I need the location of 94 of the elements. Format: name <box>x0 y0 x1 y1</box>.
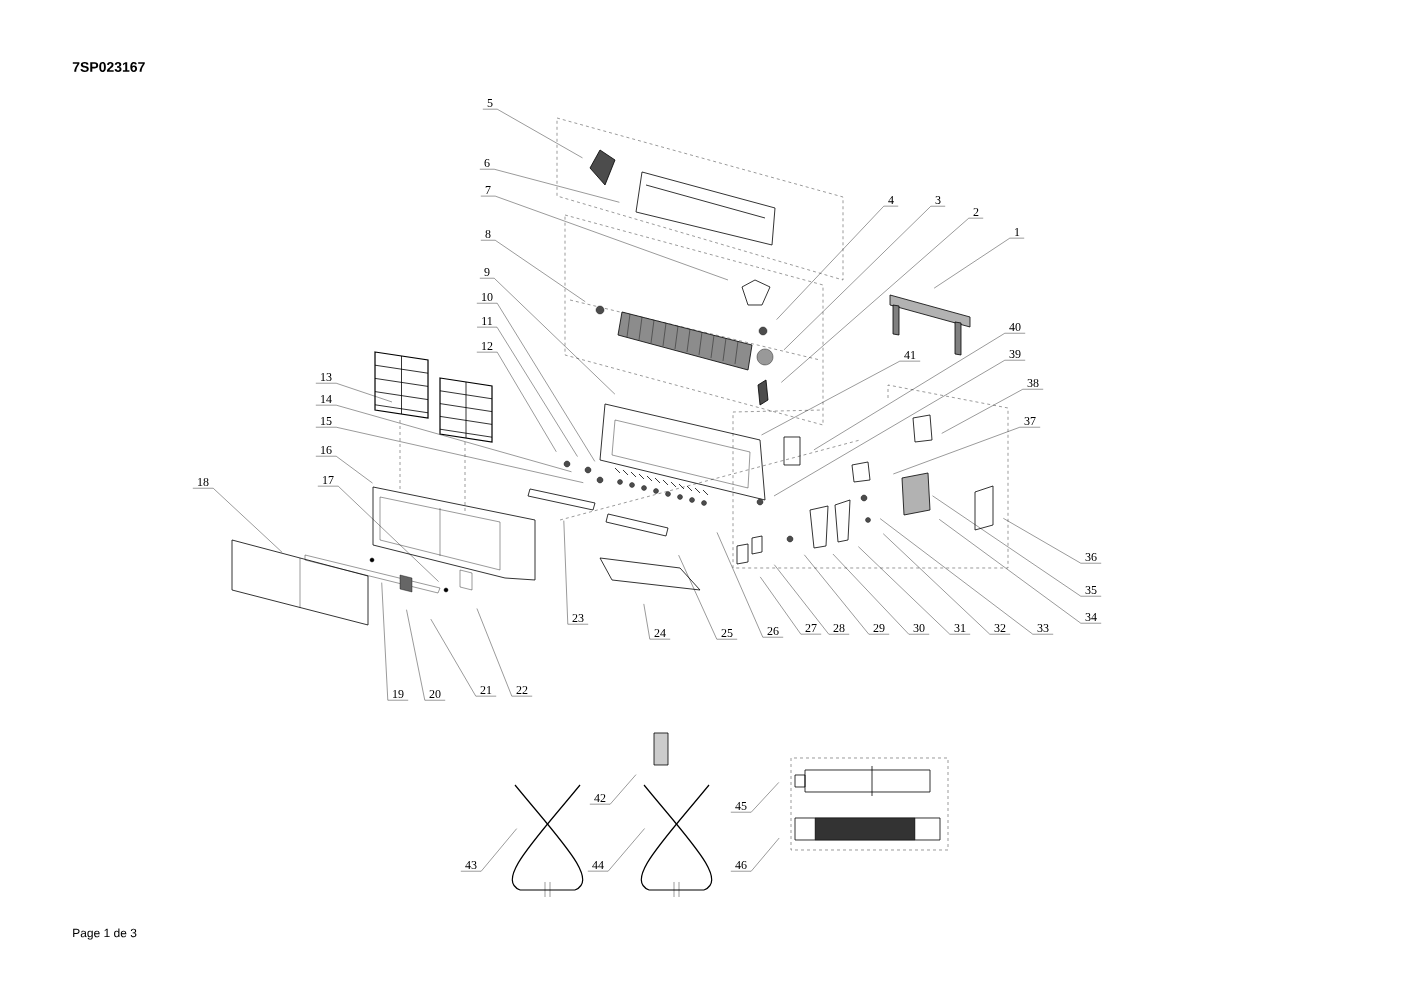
callout-number: 45 <box>735 802 747 810</box>
callout-number: 32 <box>994 623 1006 632</box>
leader-line <box>760 576 822 635</box>
leader-line <box>589 774 637 805</box>
leader-line <box>480 240 586 302</box>
leader-line <box>879 518 1054 635</box>
leader-line <box>192 488 283 553</box>
leader-line <box>317 485 439 582</box>
leader-line <box>587 828 645 872</box>
leader-line <box>933 237 1025 289</box>
leader-line <box>678 554 738 640</box>
callout-number: 7 <box>485 186 491 194</box>
leader-line <box>479 278 616 395</box>
callout-number: 30 <box>913 623 925 633</box>
callout-number: 42 <box>594 794 606 802</box>
callout-number: 44 <box>592 861 604 869</box>
leader-line <box>858 546 971 635</box>
leader-line <box>939 519 1102 624</box>
leader-line <box>932 495 1102 597</box>
callout-number: 22 <box>516 686 528 694</box>
callout-number: 34 <box>1085 612 1097 621</box>
leader-line <box>761 360 921 436</box>
leader-line <box>476 351 557 452</box>
callout-number: 21 <box>480 686 492 694</box>
leader-line <box>479 169 620 203</box>
callout-number: 16 <box>321 445 332 454</box>
callout-number: 10 <box>482 292 493 302</box>
callout-number: 31 <box>954 623 966 632</box>
leader-line <box>774 564 850 635</box>
callout-number: 23 <box>572 613 584 622</box>
callout-number: 28 <box>833 623 845 633</box>
callout-number: 8 <box>485 229 491 239</box>
callout-number: 37 <box>1024 416 1036 425</box>
callout-number: 40 <box>1009 322 1021 332</box>
callout-number: 29 <box>873 623 885 632</box>
callout-number: 5 <box>487 99 493 107</box>
leader-line <box>476 326 578 457</box>
callout-number: 39 <box>1009 349 1021 358</box>
callout-number: 19 <box>393 689 404 698</box>
leader-line <box>315 456 373 484</box>
callout-number: 17 <box>323 476 334 484</box>
callout-number: 6 <box>484 158 490 167</box>
callout-number: 38 <box>1027 378 1039 388</box>
callout-number: 35 <box>1085 585 1097 594</box>
leader-line <box>476 608 533 697</box>
leader-line <box>730 837 780 872</box>
callout-number: 3 <box>935 195 941 204</box>
leader-line <box>804 554 890 635</box>
callout-number: 27 <box>805 624 817 632</box>
callout-number: 20 <box>429 689 441 699</box>
callout-number: 18 <box>198 477 209 487</box>
callout-number: 15 <box>321 417 332 425</box>
callout-number: 2 <box>973 208 979 216</box>
leader-line <box>783 206 946 351</box>
callout-number: 25 <box>721 628 733 637</box>
callout-number: 36 <box>1085 552 1097 561</box>
leader-line <box>730 782 779 813</box>
leader-line <box>480 195 729 281</box>
callout-number: 13 <box>321 372 332 381</box>
callout-number: 43 <box>465 860 477 869</box>
leader-line <box>813 333 1026 451</box>
leader-line <box>430 618 497 697</box>
callout-number: 33 <box>1037 623 1049 632</box>
callout-number: 46 <box>735 860 747 869</box>
callout-number: 11 <box>482 317 493 325</box>
leader-line <box>315 427 584 483</box>
title: 7SP023167 <box>72 62 145 72</box>
leader-line <box>776 205 899 320</box>
callout-number: 9 <box>484 267 490 276</box>
leader-line <box>315 404 572 472</box>
leader-line <box>773 360 1026 497</box>
leader-line <box>406 609 446 701</box>
callout-number: 41 <box>904 351 916 359</box>
callout-number: 26 <box>767 626 779 635</box>
leader-line <box>460 828 517 872</box>
leader-line <box>883 533 1011 635</box>
leader-line <box>1003 518 1102 564</box>
leader-line <box>643 603 671 640</box>
leader-line <box>716 532 784 638</box>
callout-number: 24 <box>654 629 666 637</box>
leader-line <box>832 553 930 635</box>
leader-line <box>893 427 1041 475</box>
leader-line <box>941 389 1044 434</box>
leader-line <box>781 217 984 383</box>
callout-number: 14 <box>321 395 332 403</box>
leader-line <box>563 520 589 625</box>
callout-number: 4 <box>888 196 894 204</box>
leader-line <box>315 383 393 403</box>
page-number: Page 1 de 3 <box>73 928 137 940</box>
callout-number: 12 <box>482 342 493 350</box>
leader-line <box>381 582 409 701</box>
leader-line <box>476 303 595 462</box>
leader-line <box>482 109 583 159</box>
callout-number: 1 <box>1015 228 1020 236</box>
